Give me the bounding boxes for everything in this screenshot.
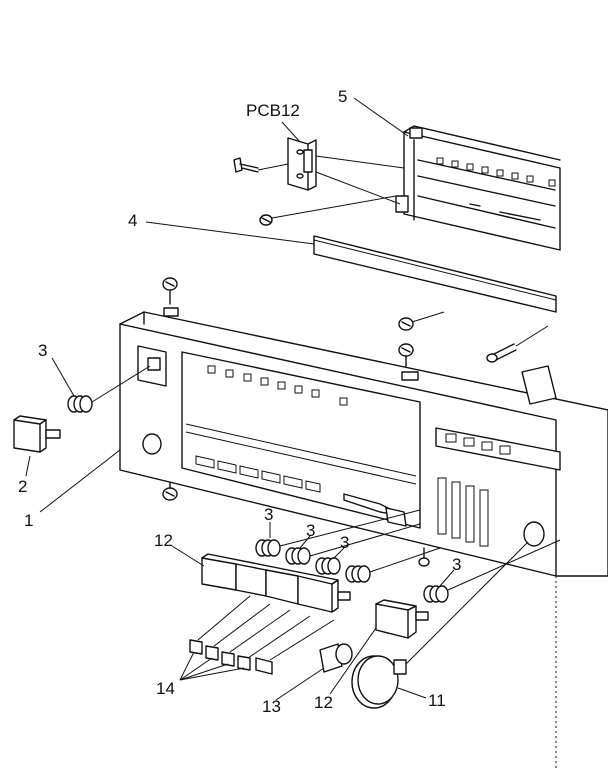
leader-12b bbox=[329, 627, 377, 695]
leader-14-d bbox=[179, 667, 245, 681]
knob-guide bbox=[405, 541, 529, 665]
leader-3a bbox=[51, 357, 75, 397]
leader-4 bbox=[145, 221, 315, 245]
spring-guide-3 bbox=[369, 547, 441, 573]
label-3c: 3 bbox=[306, 521, 315, 540]
label-11: 11 bbox=[428, 691, 446, 710]
label-12a: 12 bbox=[154, 531, 173, 550]
label-13: 13 bbox=[262, 697, 281, 716]
leader-13 bbox=[275, 667, 325, 701]
leader-3d bbox=[333, 547, 345, 559]
display-window-strip bbox=[313, 235, 557, 313]
label-1: 1 bbox=[24, 511, 33, 530]
spring-lower-2 bbox=[285, 547, 311, 565]
cap-guide-2 bbox=[213, 603, 271, 647]
knob-11 bbox=[351, 655, 407, 709]
leader-2 bbox=[25, 455, 31, 477]
label-14: 14 bbox=[156, 679, 175, 698]
label-5: 5 bbox=[338, 87, 347, 106]
leader-5 bbox=[353, 97, 409, 137]
label-2: 2 bbox=[18, 477, 27, 496]
screw-middle-left bbox=[259, 214, 273, 226]
label-4: 4 bbox=[128, 211, 137, 230]
leader-11 bbox=[397, 687, 427, 699]
label-3e: 3 bbox=[452, 555, 461, 574]
spring-guide-2 bbox=[309, 523, 421, 557]
spring-lower-4 bbox=[345, 565, 371, 583]
spring-guide-4 bbox=[447, 539, 561, 591]
leader-3c bbox=[299, 535, 311, 549]
leader-3e bbox=[439, 569, 455, 587]
knob-13 bbox=[319, 643, 353, 673]
cap-guide-3 bbox=[229, 609, 291, 653]
screw-top-left-panel bbox=[162, 277, 178, 305]
label-3d: 3 bbox=[340, 533, 349, 552]
screw-top-mid-panel bbox=[398, 343, 414, 371]
spring-lower-5 bbox=[423, 585, 449, 603]
leader-pcb12 bbox=[281, 121, 301, 143]
leader-screw2-to-chassis bbox=[271, 195, 397, 219]
cap-guide-4 bbox=[247, 615, 311, 659]
small-caps-14 bbox=[189, 639, 273, 675]
label-pcb12: PCB12 bbox=[246, 101, 300, 120]
leader-1 bbox=[39, 449, 121, 513]
label-3a: 3 bbox=[38, 341, 47, 360]
screw-upper-left bbox=[233, 157, 259, 173]
spring-lower-3 bbox=[315, 557, 341, 575]
spring-guide-1 bbox=[279, 509, 421, 547]
leader-pcb12-to-chassis bbox=[315, 155, 405, 169]
button-row-12 bbox=[201, 553, 351, 613]
spring-lower-1 bbox=[255, 539, 281, 557]
leader-14-a bbox=[179, 651, 195, 681]
leader-14-b bbox=[179, 657, 213, 681]
leader-screw-to-pcb bbox=[257, 163, 289, 171]
front-panel bbox=[119, 307, 608, 577]
spring-left bbox=[67, 395, 93, 413]
cap-guide-5 bbox=[269, 619, 335, 661]
leader-pcb-to-chassis-2 bbox=[315, 171, 401, 205]
pcb12-board bbox=[287, 137, 317, 191]
screw-long-right bbox=[486, 325, 549, 363]
rear-chassis-frame bbox=[395, 125, 561, 251]
button-2 bbox=[13, 415, 61, 453]
label-12b: 12 bbox=[314, 693, 333, 712]
screw-small-lower bbox=[418, 547, 430, 567]
leader-12a bbox=[171, 545, 205, 567]
label-3b: 3 bbox=[264, 505, 273, 524]
screw-center bbox=[398, 311, 445, 331]
cap-guide-1 bbox=[197, 595, 251, 641]
leader-14-c bbox=[179, 663, 229, 681]
leader-spring-to-panel bbox=[91, 365, 151, 403]
button-12-right bbox=[375, 599, 429, 639]
